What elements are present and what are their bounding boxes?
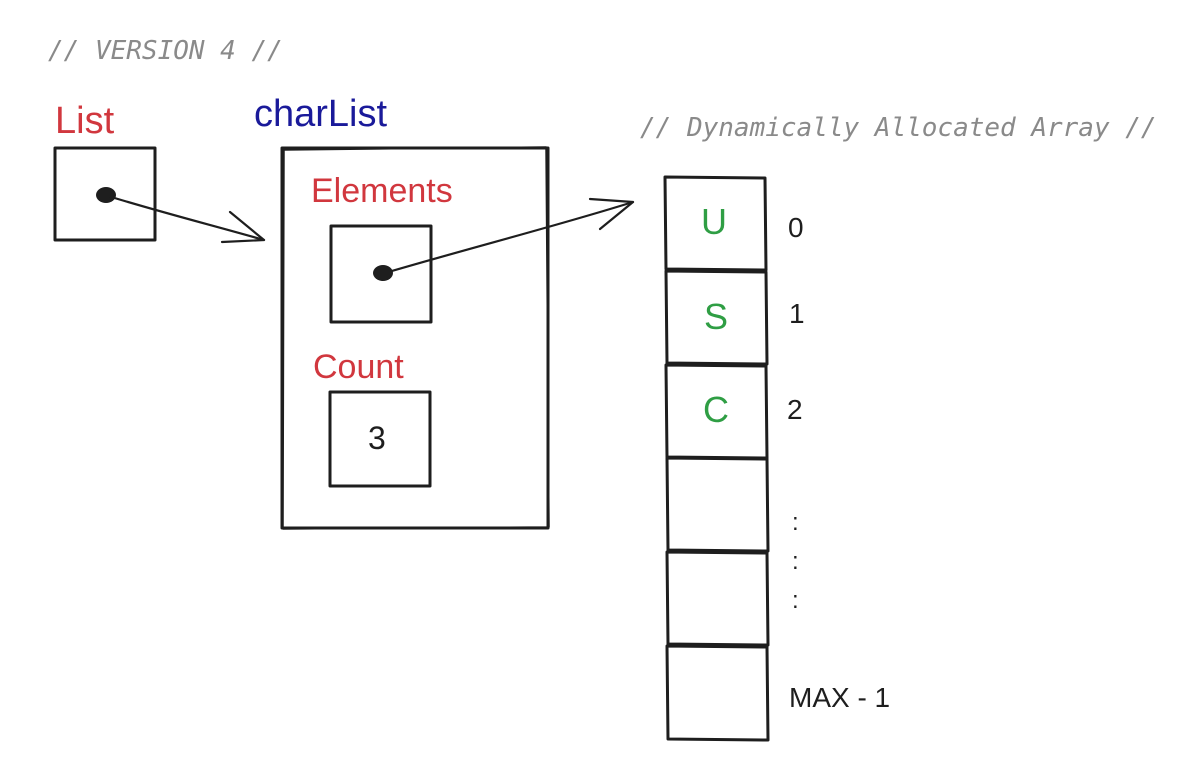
elements-pointer-dot (373, 265, 393, 281)
charlist-struct-box-sketch (282, 146, 550, 530)
list-pointer-box (53, 146, 157, 242)
array-cell-2: C (703, 389, 729, 430)
array-cell-0: U (701, 201, 727, 242)
array-cells (663, 175, 770, 742)
elements-pointer-box (329, 224, 433, 324)
list-to-charlist-arrow (106, 194, 266, 242)
list-to-charlist-arrowhead (220, 210, 266, 244)
array-index-1: 1 (789, 298, 805, 329)
array-ellipsis-dot-3: : (792, 587, 799, 614)
array-cell-box-0 (663, 175, 768, 272)
array-comment: // Dynamically Allocated Array // (640, 113, 1157, 143)
array-cell-box-1 (664, 269, 769, 366)
version-comment: // VERSION 4 // (48, 36, 283, 66)
array-index-0: 0 (788, 212, 804, 243)
list-label: List (55, 100, 115, 142)
count-value-box (328, 390, 432, 488)
count-label: Count (313, 348, 404, 386)
list-pointer-dot (96, 187, 116, 203)
array-index-2: 2 (787, 394, 803, 425)
array-cell-box-5 (665, 644, 770, 742)
array-ellipsis-dot-1: : (792, 509, 799, 536)
charlist-label: charList (254, 93, 388, 135)
elements-to-array-arrow (383, 200, 635, 275)
array-index-last: MAX - 1 (789, 682, 891, 713)
array-cell-box-3 (665, 456, 770, 553)
array-cell-1: S (703, 296, 728, 337)
array-cell-box-4 (665, 550, 770, 647)
count-value: 3 (368, 420, 386, 456)
elements-to-array-arrowhead (588, 197, 635, 231)
array-ellipsis-dot-2: : (792, 548, 799, 575)
elements-label: Elements (311, 172, 453, 210)
